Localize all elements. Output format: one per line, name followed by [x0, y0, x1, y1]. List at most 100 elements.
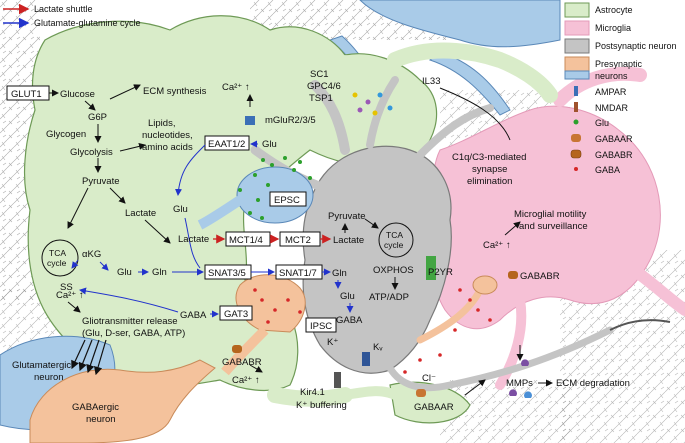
ca-left-label: Ca²⁺ ↑: [56, 290, 84, 301]
gln-astro-label: Gln: [152, 267, 167, 278]
glutamatergic-label-1: Glutamatergic: [12, 360, 71, 371]
tsp1-label: TSP1: [309, 93, 333, 104]
akg-label: αKG: [82, 249, 101, 260]
tca-astro-label-1: TCA: [49, 248, 66, 258]
ipsc-box: [305, 317, 337, 333]
gabaergic-neuron-soma: [29, 359, 216, 443]
snat17-label: SNAT1/7: [279, 268, 317, 279]
ss-label: SS: [60, 282, 73, 293]
glu-legend-label: Glu: [595, 118, 609, 128]
tca-neuron-cycle: [378, 222, 414, 258]
c1q-label-2: synapse: [472, 164, 507, 175]
eaat-label: EAAT1/2: [208, 139, 245, 150]
g6p-label: G6P: [88, 112, 107, 123]
il33-label: IL33: [422, 76, 441, 87]
gababr-legend-label: GABABR: [595, 150, 633, 160]
gliotransmitter-release-arrows: [71, 339, 107, 376]
glu-eaat-label: Glu: [262, 139, 277, 150]
gabaar-bottom-label: GABAAR: [414, 402, 454, 413]
ampar-legend-label: AMPAR: [595, 87, 627, 97]
secreted-factors-icons: [352, 92, 393, 116]
astrocyte-swatch: [564, 2, 590, 18]
c1q-label-3: elimination: [467, 176, 512, 187]
snat35-label: SNAT3/5: [208, 268, 246, 279]
glio-label-1: Gliotransmitter release: [82, 316, 178, 327]
gabaar-icon: [571, 134, 581, 142]
nmdar-legend-label: NMDAR: [595, 103, 628, 113]
mmp-icons: [509, 359, 532, 398]
glu-vesicles: [238, 156, 312, 220]
lactate-neuron-label: Lactate: [333, 235, 364, 246]
lipids-label-1: Lipids,: [148, 118, 175, 129]
microglia-swatch: [564, 20, 590, 36]
c1q-label-1: C1q/C3-mediated: [452, 152, 526, 163]
pyruvate-astro-label: Pyruvate: [82, 176, 120, 187]
glutamatergic-label-2: neuron: [34, 372, 64, 383]
gat3-box: [219, 305, 253, 321]
gpc-label: GPC4/6: [307, 81, 341, 92]
mmps-label: MMPs: [506, 378, 533, 389]
kir41-label: Kir4.1: [300, 387, 325, 398]
presynaptic-swatch: [564, 56, 590, 72]
glycolysis-label: Glycolysis: [70, 147, 113, 158]
pyruvate-neuron-label: Pyruvate: [328, 211, 366, 222]
tca-astro-cycle: [41, 239, 79, 277]
sc1-label: SC1: [310, 69, 328, 80]
glucose-label: Glucose: [60, 89, 95, 100]
presynaptic-legend-label-2: neurons: [595, 71, 628, 81]
gaba-neuron-label: GABA: [336, 315, 363, 326]
ca-bottom-label: Ca²⁺ ↑: [232, 375, 260, 386]
p2yr-receptor-icon: [426, 256, 436, 280]
epsc-box: [269, 191, 307, 207]
cell-legend: Astrocyte Microglia Postsynaptic neuron …: [564, 2, 677, 175]
gababr-icon: [570, 149, 582, 159]
glio-label-2: (Glu, D-ser, GABA, ATP): [82, 328, 185, 339]
gababr-astro-icon: [232, 345, 242, 353]
microglia-motility-label-1: Microglial motility: [514, 209, 587, 220]
kplus-label: K⁺: [327, 337, 338, 348]
mglur-label: mGluR2/3/5: [265, 115, 316, 126]
lipids-label-2: nucleotides,: [142, 130, 193, 141]
atp-adp-label: ATP/ADP: [369, 292, 409, 303]
gat3-label: GAT3: [224, 309, 248, 320]
glu-astro-label: Glu: [117, 267, 132, 278]
oxphos-label: OXPHOS: [373, 265, 414, 276]
gababr-astro-label: GABABR: [222, 357, 262, 368]
glycogen-label: Glycogen: [46, 129, 86, 140]
gabaar-legend-label: GABAAR: [595, 134, 633, 144]
k-buffering-label: K⁺ buffering: [296, 400, 347, 411]
gabaergic-label-1: GABAergic: [72, 402, 119, 413]
gaba-legend-label: GABA: [595, 165, 620, 175]
kir41-channel-icon: [334, 372, 341, 388]
arrow-legend: Lactate shuttle Glutamate-glutamine cycl…: [3, 3, 141, 29]
postsynaptic-legend-label: Postsynaptic neuron: [595, 41, 677, 51]
glu-upper-label: Glu: [173, 204, 188, 215]
glu-neuron-label: Glu: [340, 291, 355, 302]
microglia-cell: [427, 66, 685, 390]
glutamate-legend-label: Glutamate-glutamine cycle: [34, 18, 141, 28]
kv-channel-icon: [362, 352, 370, 366]
ipsc-label: IPSC: [310, 321, 332, 332]
tca-neuron-label-1: TCA: [386, 230, 403, 240]
ampar-icon: [574, 86, 578, 96]
lactate-astro-label: Lactate: [125, 208, 156, 219]
lactate-mid-label: Lactate: [178, 234, 209, 245]
microglia-motility-label-2: and surveillance: [519, 221, 588, 232]
gababr-microglia-label: GABABR: [520, 271, 560, 282]
epsc-label: EPSC: [274, 195, 300, 206]
ecm-synthesis-label: ECM synthesis: [143, 86, 207, 97]
presynaptic-legend-label-1: Presynaptic: [595, 59, 643, 69]
astrocyte-legend-label: Astrocyte: [595, 5, 633, 15]
ca-microglia-label: Ca²⁺ ↑: [483, 240, 511, 251]
ecm-degradation-label: ECM degradation: [556, 378, 630, 389]
gabaar-bottom-icon: [416, 389, 426, 397]
gabaergic-label-2: neuron: [86, 414, 116, 425]
nmdar-icon: [574, 102, 578, 112]
gln-neuron-label: Gln: [332, 268, 347, 279]
lactate-legend-label: Lactate shuttle: [34, 4, 93, 14]
gaba-dots: [253, 288, 492, 374]
tca-astro-label-2: cycle: [47, 258, 67, 268]
p2yr-label: P2YR: [428, 267, 453, 278]
